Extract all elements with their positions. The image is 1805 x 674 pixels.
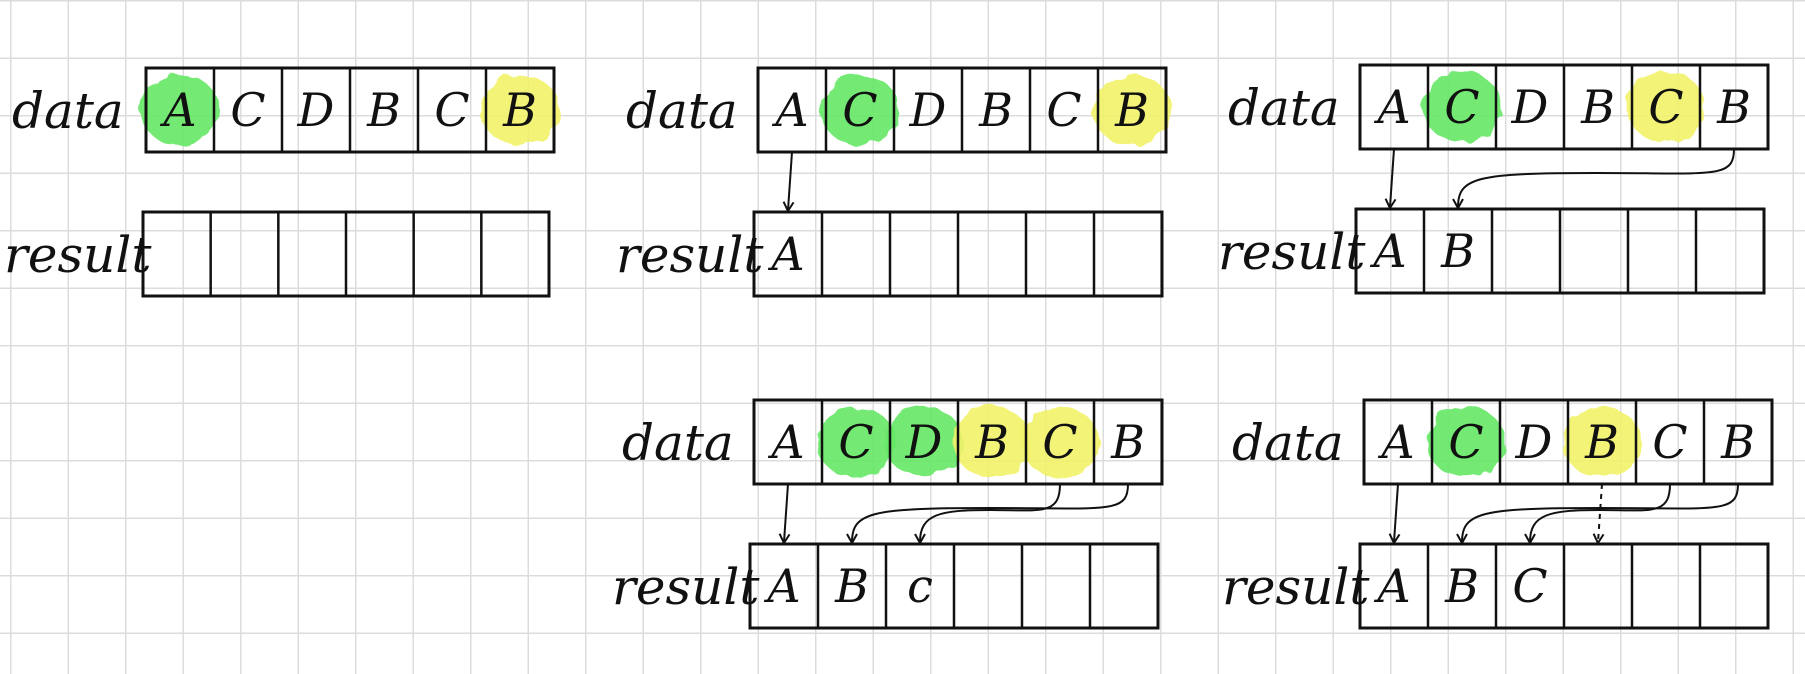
result-cell: B (834, 559, 869, 613)
data-cell: C (1648, 80, 1683, 134)
data-cell: D (905, 415, 943, 469)
copy-arrow (1462, 483, 1739, 542)
highlight-yellow (1092, 74, 1172, 146)
result-cell: A (763, 559, 800, 613)
copy-arrow (1530, 483, 1671, 542)
highlight-green (816, 406, 896, 478)
data-cell: A (159, 83, 196, 137)
data-cell: C (1652, 415, 1687, 469)
copy-arrow (788, 151, 792, 210)
copy-arrow (1598, 483, 1602, 542)
highlight-yellow (952, 406, 1032, 478)
highlight-green (140, 74, 220, 146)
result-cell: B (1444, 559, 1479, 613)
result-label: result (1218, 223, 1366, 281)
data-cell: A (1373, 80, 1410, 134)
result-label: result (4, 226, 152, 284)
data-cell: B (1720, 415, 1755, 469)
result-cell: c (907, 559, 933, 613)
result-cell: A (1369, 224, 1406, 278)
data-cell: B (1716, 80, 1751, 134)
highlight-green (884, 406, 964, 478)
result-label: result (612, 558, 760, 616)
copy-arrow (1458, 148, 1735, 207)
result-cell: B (1440, 224, 1475, 278)
data-cell: A (771, 83, 808, 137)
copy-arrow (1390, 148, 1394, 207)
data-cell: D (1515, 415, 1553, 469)
highlight-yellow (1020, 406, 1100, 478)
data-cell: B (1114, 83, 1149, 137)
data-cell: B (502, 83, 537, 137)
data-cell: A (767, 415, 804, 469)
highlight-yellow (1562, 406, 1642, 478)
data-cell: B (366, 83, 401, 137)
data-cell: B (1110, 415, 1145, 469)
copy-arrow (1394, 483, 1398, 542)
result-cell: C (1512, 559, 1547, 613)
result-label: result (1222, 558, 1370, 616)
data-cell: C (1042, 415, 1077, 469)
data-cell: B (1580, 80, 1615, 134)
data-cell: C (842, 83, 877, 137)
data-cell: D (1511, 80, 1549, 134)
copy-arrow (920, 483, 1061, 542)
result-cell: A (1373, 559, 1410, 613)
data-cell: D (297, 83, 335, 137)
data-cell: B (1584, 415, 1619, 469)
highlight-yellow (1626, 71, 1706, 143)
data-label: data (626, 82, 738, 140)
data-cell: B (974, 415, 1009, 469)
data-cell: C (230, 83, 265, 137)
data-cell: C (1444, 80, 1479, 134)
data-label: data (12, 82, 124, 140)
data-label: data (1228, 79, 1340, 137)
data-label: data (1232, 414, 1344, 472)
data-cell: D (909, 83, 947, 137)
data-cell: C (1046, 83, 1081, 137)
data-cell: C (838, 415, 873, 469)
data-cell: C (434, 83, 469, 137)
result-label: result (616, 226, 764, 284)
copy-arrow (852, 483, 1129, 542)
data-label: data (622, 414, 734, 472)
highlight-green (820, 74, 900, 146)
data-cell: C (1448, 415, 1483, 469)
highlight-green (1422, 71, 1502, 143)
highlight-green (1426, 406, 1506, 478)
copy-arrow (784, 483, 788, 542)
data-cell: A (1377, 415, 1414, 469)
highlight-yellow (480, 74, 560, 146)
result-cell: A (767, 227, 804, 281)
data-cell: B (978, 83, 1013, 137)
